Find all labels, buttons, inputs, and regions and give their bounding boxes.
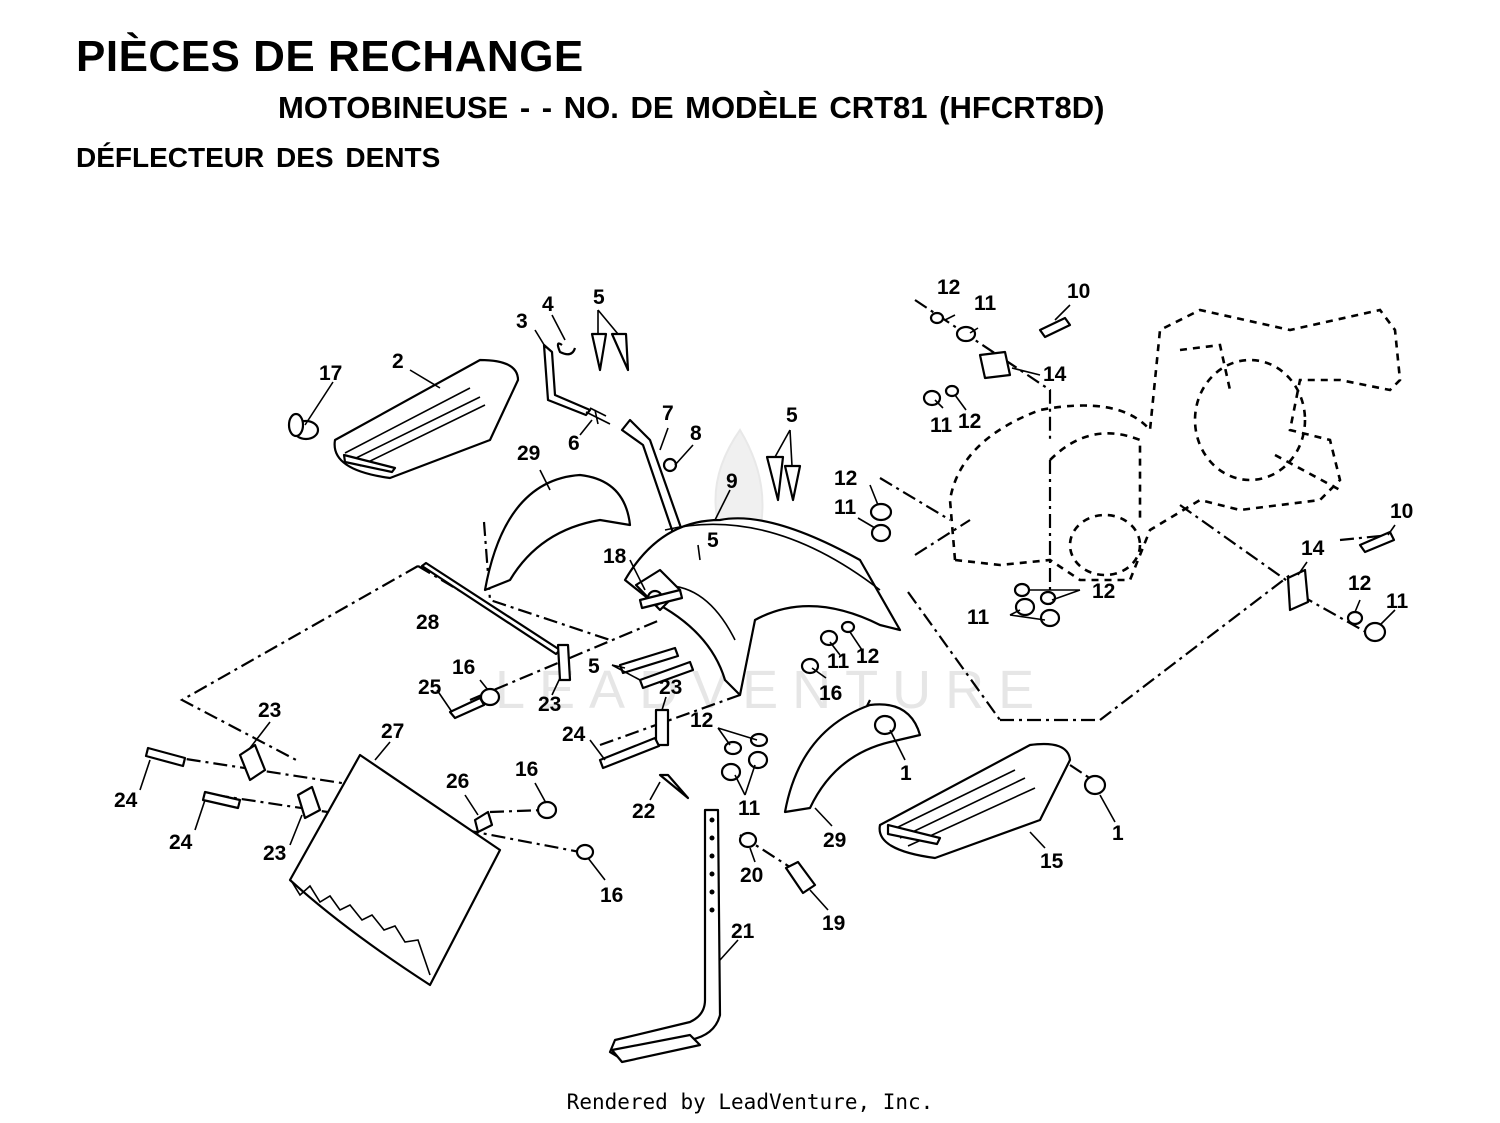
callout-20: 20 (740, 864, 763, 887)
callout-5: 5 (707, 529, 719, 552)
tiller-frame (948, 308, 1402, 582)
callout-3: 3 (516, 310, 528, 333)
callout-6: 6 (568, 432, 580, 455)
callout-8: 8 (690, 422, 702, 445)
callout-14: 14 (1301, 537, 1325, 560)
callout-9: 9 (726, 470, 738, 493)
callout-12: 12 (856, 645, 879, 668)
callout-11: 11 (834, 496, 857, 519)
callout-23: 23 (258, 699, 281, 722)
callout-24: 24 (114, 789, 138, 812)
callout-11: 11 (967, 606, 990, 629)
callout-2: 2 (392, 350, 404, 373)
side-panel-29-lower (783, 703, 922, 814)
callout-22: 22 (632, 800, 655, 823)
depth-bar-21 (608, 773, 722, 1064)
callout-16: 16 (452, 656, 475, 679)
callout-29: 29 (517, 442, 540, 465)
section-title: DÉFLECTEUR DES DENTS (76, 142, 441, 173)
assembly-lines (159, 299, 1391, 881)
callout-28: 28 (416, 611, 440, 634)
callout-11: 11 (738, 797, 761, 820)
callout-11: 11 (974, 292, 997, 315)
deflector-shield-15 (878, 742, 1072, 860)
callout-29: 29 (823, 829, 846, 852)
callout-1: 1 (900, 762, 912, 785)
wing-nut-17 (287, 412, 320, 441)
callout-4: 4 (542, 293, 554, 316)
callout-5: 5 (593, 286, 605, 309)
callout-12: 12 (834, 467, 857, 490)
drag-bar-27 (288, 753, 502, 987)
watermark-text: LEADVENTURE (495, 660, 1048, 720)
callout-5: 5 (588, 655, 600, 678)
callout-27: 27 (381, 720, 404, 743)
callout-25: 25 (418, 676, 442, 699)
callout-26: 26 (446, 770, 469, 793)
brackets-23 (238, 643, 670, 820)
callout-10: 10 (1067, 280, 1090, 303)
callout-12: 12 (937, 276, 960, 299)
callout-24: 24 (562, 723, 586, 746)
tine-hood-9 (623, 517, 902, 697)
deflector-shield-2 (333, 358, 520, 480)
side-panel-29-upper (483, 473, 632, 592)
callout-18: 18 (603, 545, 627, 568)
callout-leader-lines (139, 304, 1396, 961)
callout-14: 14 (1043, 363, 1067, 386)
callout-11: 11 (1386, 590, 1409, 613)
watermark: LEADVENTURE (495, 428, 1048, 720)
callout-17: 17 (319, 362, 342, 385)
model-subtitle: MOTOBINEUSE - - NO. DE MODÈLE CRT81 (HFC… (278, 90, 1105, 125)
callout-15: 15 (1040, 850, 1064, 873)
callout-labels: 17 2 3 4 5 6 7 8 29 9 5 12 11 10 14 11 1… (114, 276, 1413, 943)
callout-19: 19 (822, 912, 845, 935)
callout-16: 16 (515, 758, 538, 781)
callout-1: 1 (1112, 822, 1124, 845)
footer-credit: Rendered by LeadVenture, Inc. (566, 1090, 934, 1114)
callout-10: 10 (1390, 500, 1413, 523)
callout-24: 24 (169, 831, 193, 854)
callout-11: 11 (827, 650, 850, 673)
callout-7: 7 (662, 402, 674, 425)
callout-21: 21 (731, 920, 755, 943)
page-title: PIÈCES DE RECHANGE (76, 32, 584, 81)
callout-5: 5 (786, 404, 798, 427)
callout-12: 12 (1348, 572, 1371, 595)
hardware-nuts-washers (144, 311, 1396, 861)
callout-23: 23 (659, 676, 682, 699)
callout-23: 23 (263, 842, 286, 865)
callout-12: 12 (958, 410, 981, 433)
callout-16: 16 (600, 884, 623, 907)
pin-19 (784, 860, 817, 895)
callout-16: 16 (819, 682, 842, 705)
callout-11: 11 (930, 414, 953, 437)
callout-12: 12 (690, 709, 713, 732)
callout-23: 23 (538, 693, 561, 716)
callout-12: 12 (1092, 580, 1115, 603)
